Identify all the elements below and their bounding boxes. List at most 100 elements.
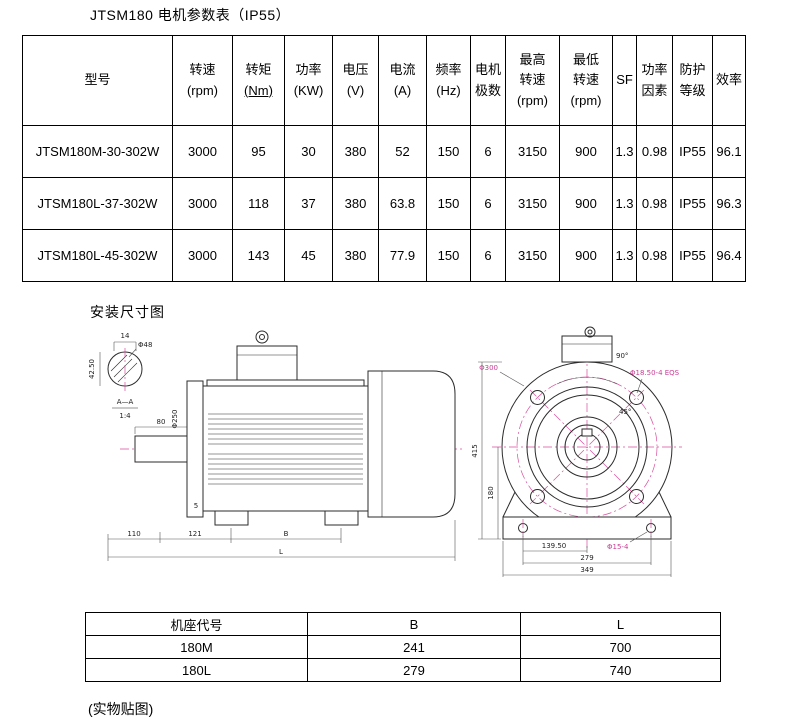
param-cell: 380	[332, 125, 379, 178]
param-cell: IP55	[672, 125, 713, 178]
terminal-box-front	[561, 335, 613, 363]
dim-label-349: 349	[580, 566, 593, 574]
param-cell: 3150	[505, 229, 560, 282]
param-cell: 900	[559, 177, 613, 230]
frame-cell: 279	[307, 658, 521, 682]
frame-row: 180L 279 740	[85, 658, 721, 682]
param-cell: 3150	[505, 125, 560, 178]
param-cell: 150	[426, 177, 471, 230]
col-header-min-speed: 最低转速(rpm)	[559, 35, 613, 126]
col-header-torque: 转矩(Nm)	[232, 35, 285, 126]
header-label: SF	[616, 72, 633, 88]
mounting-foot-rear	[324, 510, 359, 526]
dim-label-279: 279	[580, 554, 593, 562]
side-dimensions: 110 121 B L	[107, 520, 456, 561]
front-diag-centerline-2	[529, 389, 645, 505]
param-cell: 37	[284, 177, 333, 230]
param-cell: 150	[426, 229, 471, 282]
dim-label-L: L	[279, 548, 283, 556]
header-label: 因素	[641, 82, 668, 98]
param-cell: 52	[378, 125, 427, 178]
header-label: 最高	[519, 52, 546, 68]
terminal-box	[236, 345, 298, 381]
frame-cell: 740	[520, 658, 721, 682]
param-cell: 0.98	[636, 177, 673, 230]
header-unit: (rpm)	[186, 82, 219, 98]
eyebolt-detail: 14 Φ48 42.50 A—A 1:4	[88, 332, 152, 420]
header-label: 转矩	[245, 62, 272, 78]
header-label: 转速	[519, 72, 546, 88]
lifting-eyebolt	[255, 330, 269, 344]
param-cell: 30	[284, 125, 333, 178]
header-label: 功率	[295, 62, 322, 78]
param-cell: 900	[559, 229, 613, 282]
angle-label-45: 45°	[619, 408, 631, 416]
param-cell-model: JTSM180M-30-302W	[22, 125, 173, 178]
dim-label-14: 14	[121, 332, 130, 340]
param-cell: 143	[232, 229, 285, 282]
header-label: 等级	[679, 82, 706, 98]
param-cell: 6	[470, 177, 506, 230]
header-label: 功率	[641, 62, 668, 78]
front-view: Φ300 90° Φ18.50-4 EQS 45° 415 180	[471, 326, 682, 577]
col-header-sf: SF	[612, 35, 637, 126]
front-dimensions: Φ300 90° Φ18.50-4 EQS 45° 415 180	[471, 352, 680, 577]
section-label: A—A	[117, 398, 134, 406]
col-header-poles: 电机极数	[470, 35, 506, 126]
shaft-keyway	[581, 428, 593, 437]
param-cell: 1.3	[612, 177, 637, 230]
mounting-base	[502, 491, 672, 540]
photo-caption: (实物贴图)	[88, 701, 154, 717]
header-unit: (A)	[393, 82, 412, 98]
param-cell: 0.98	[636, 125, 673, 178]
header-unit: (rpm)	[516, 92, 549, 108]
col-header-protection: 防护等级	[672, 35, 713, 126]
param-cell: 0.98	[636, 229, 673, 282]
frame-row: 180M 241 700	[85, 635, 721, 659]
side-view: 14 Φ48 42.50 A—A 1:4 80 Φ250 5	[88, 330, 462, 561]
header-label: 效率	[715, 72, 742, 88]
frame-col-L: L	[520, 612, 721, 636]
fan-cover	[367, 370, 456, 518]
cooling-fins	[208, 413, 363, 485]
col-header-efficiency: 效率	[712, 35, 746, 126]
param-cell: 6	[470, 229, 506, 282]
param-cell: 3000	[172, 177, 233, 230]
motor-body-top-step	[206, 379, 365, 387]
header-label: 转速	[189, 62, 216, 78]
header-label: 频率	[435, 62, 462, 78]
param-cell: IP55	[672, 229, 713, 282]
param-cell: 380	[332, 177, 379, 230]
param-cell: 95	[232, 125, 285, 178]
motor-flange	[186, 380, 204, 518]
col-header-voltage: 电压(V)	[332, 35, 379, 126]
lifting-eyebolt-front	[584, 326, 596, 338]
header-label: 防护	[679, 62, 706, 78]
installation-drawing-title: 安装尺寸图	[90, 304, 165, 320]
header-label: 极数	[474, 82, 501, 98]
param-cell: 96.3	[712, 177, 746, 230]
mounting-foot-front	[214, 510, 249, 526]
angle-label-90: 90°	[616, 352, 628, 360]
param-row: JTSM180L-37-302W 3000 118 37 380 63.8 15…	[22, 177, 746, 230]
param-cell: 3000	[172, 125, 233, 178]
dim-label-80: 80	[157, 418, 166, 426]
header-label: 电压	[342, 62, 369, 78]
param-cell: 150	[426, 125, 471, 178]
dim-label-5: 5	[194, 502, 198, 510]
param-cell: 45	[284, 229, 333, 282]
header-label: 型号	[84, 72, 111, 88]
frame-cell: 180M	[85, 635, 308, 659]
installation-drawing: 14 Φ48 42.50 A—A 1:4 80 Φ250 5	[88, 326, 682, 577]
dia-label-48: Φ48	[138, 341, 152, 349]
header-unit: (rpm)	[570, 92, 602, 108]
col-header-speed: 转速 (rpm)	[172, 35, 233, 126]
frame-header-row: 机座代号 B L	[85, 612, 721, 636]
motor-body	[202, 385, 369, 512]
param-row: JTSM180M-30-302W 3000 95 30 380 52 150 6…	[22, 125, 746, 178]
motor-shaft	[134, 435, 188, 463]
header-unit: (Hz)	[436, 82, 461, 98]
frame-cell: 700	[520, 635, 721, 659]
header-unit: (KW)	[293, 82, 324, 98]
